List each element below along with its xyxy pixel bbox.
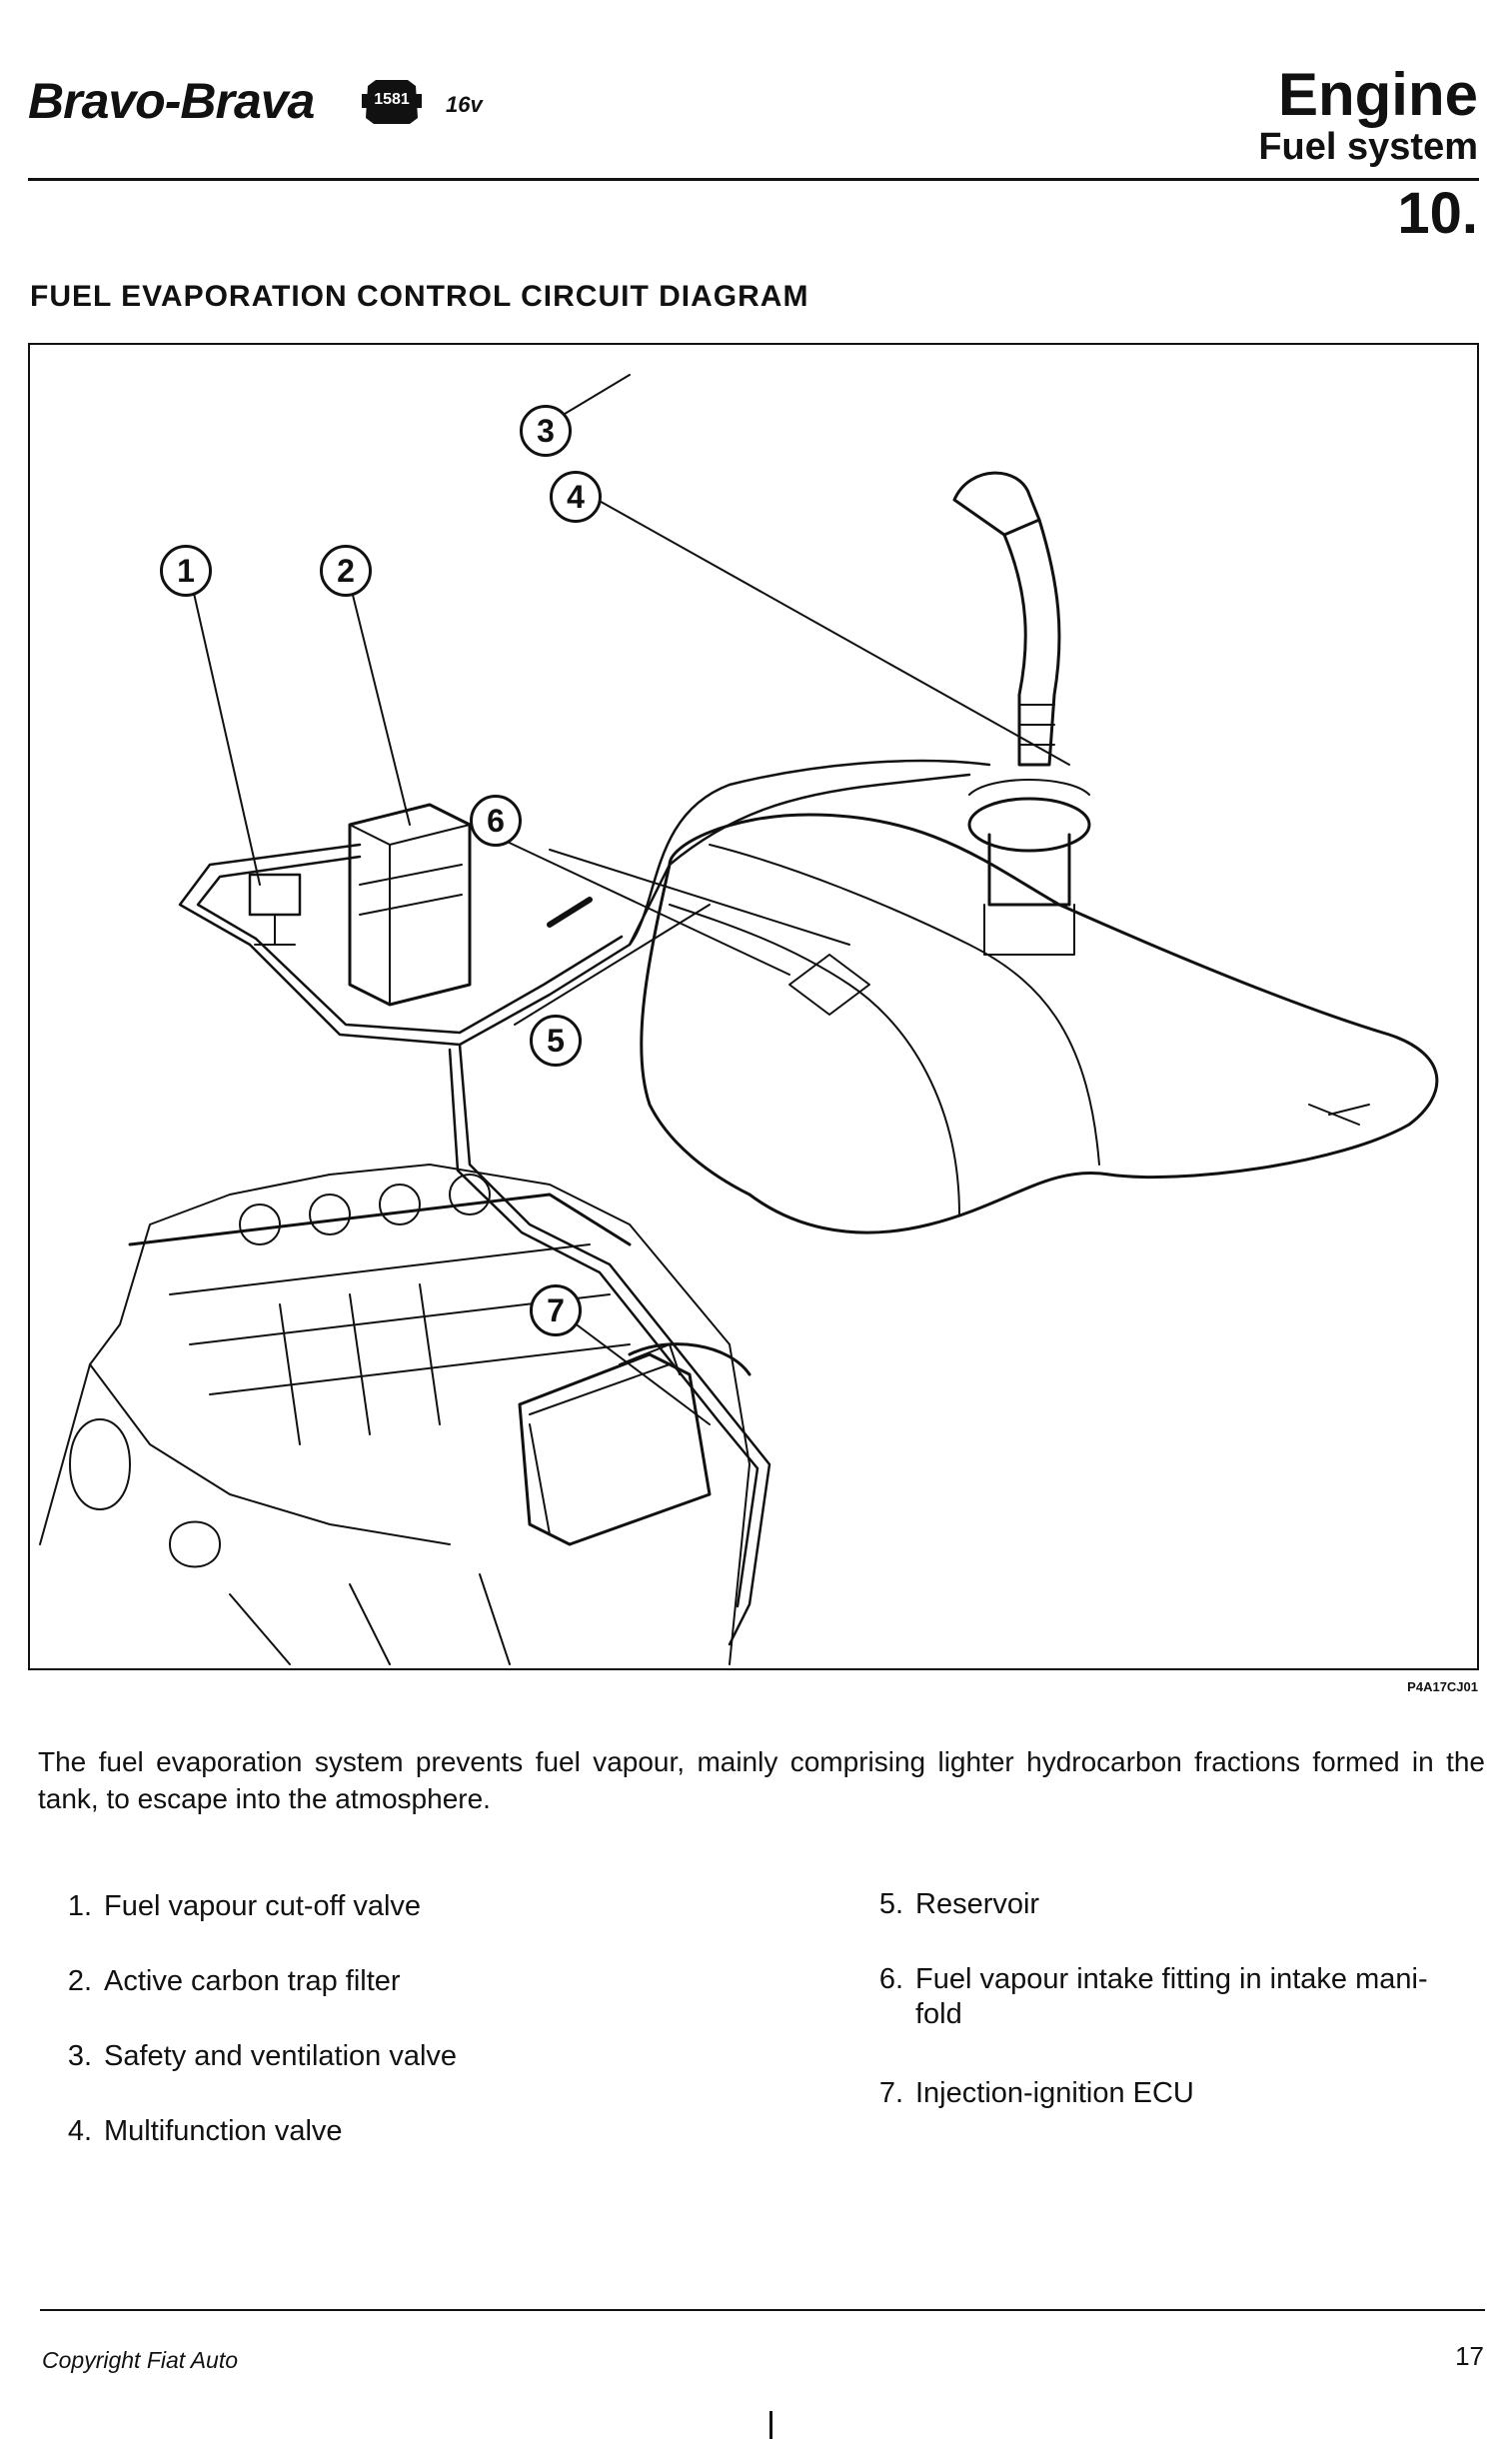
legend-label: Injection-ignition ECU bbox=[915, 2077, 1194, 2109]
legend-item: 6. Fuel vapour intake fitting in intake m… bbox=[863, 1962, 1503, 1998]
legend-item: 5. Reservoir bbox=[863, 1887, 1503, 1923]
subsection-title: Fuel system bbox=[1258, 126, 1478, 168]
intro-paragraph: The fuel evaporation system prevents fue… bbox=[38, 1746, 1485, 1814]
legend-label: Safety and ventilation valve bbox=[104, 2040, 458, 2072]
legend-number: 3. bbox=[67, 2040, 92, 2072]
figure-code: P4A17CJ01 bbox=[1407, 1679, 1478, 1694]
callout-layer: 1 2 3 4 5 6 7 bbox=[30, 345, 1477, 1668]
legend-label: Fuel vapour intake fitting in intake man… bbox=[915, 1963, 1428, 1995]
callout-1: 1 bbox=[160, 545, 212, 597]
legend-number: 6. bbox=[878, 1963, 903, 1995]
callout-2: 2 bbox=[320, 545, 372, 597]
footer-divider bbox=[40, 2309, 1485, 2311]
section-title: Engine bbox=[1277, 61, 1478, 128]
fuel-tank-drawing bbox=[640, 813, 1439, 1234]
legend-item: 1. Fuel vapour cut-off valve bbox=[52, 1889, 692, 1925]
legend-label: Fuel vapour cut-off valve bbox=[104, 1890, 422, 1922]
model-name: Bravo-Brava bbox=[28, 73, 315, 129]
legend-label: Reservoir bbox=[915, 1888, 1040, 1920]
carbon-canister-drawing bbox=[248, 803, 472, 1007]
engine-drawing bbox=[39, 1164, 752, 1665]
page-number: 17 bbox=[1455, 2341, 1484, 2371]
callout-7: 7 bbox=[530, 1284, 582, 1336]
legend-number: 7. bbox=[878, 2077, 903, 2109]
legend-item: 4. Multifunction valve bbox=[52, 2114, 692, 2150]
callout-5: 5 bbox=[530, 1015, 582, 1067]
callout-3: 3 bbox=[520, 405, 572, 457]
vapour-pipes-drawing bbox=[178, 759, 991, 1646]
valve-count: 16v bbox=[446, 92, 483, 117]
legend-item: 3. Safety and ventilation valve bbox=[52, 2039, 692, 2075]
engine-badge-icon bbox=[362, 80, 422, 124]
legend-label: Active carbon trap filter bbox=[104, 1965, 401, 1997]
legend-item: fold bbox=[863, 1997, 1503, 2033]
legend-label: Multifunction valve bbox=[104, 2115, 343, 2147]
engine-code: 1581 bbox=[374, 91, 410, 108]
legend-number: 2. bbox=[67, 1965, 92, 1997]
legend-number: 5. bbox=[878, 1888, 903, 1920]
copyright: Copyright Fiat Auto bbox=[42, 2347, 239, 2373]
callout-4: 4 bbox=[550, 471, 602, 523]
legend-number: 1. bbox=[67, 1890, 92, 1922]
legend-number: 4. bbox=[67, 2115, 92, 2147]
diagram-frame: 1 2 3 4 5 6 7 bbox=[28, 343, 1479, 1670]
section-number: 10. bbox=[1397, 181, 1478, 246]
fuel-evaporation-diagram bbox=[39, 374, 1439, 1665]
pump-assembly-drawing bbox=[967, 779, 1091, 956]
legend-item: 7. Injection-ignition ECU bbox=[863, 2076, 1503, 2112]
page-title: FUEL EVAPORATION CONTROL CIRCUIT DIAGRAM bbox=[30, 280, 809, 313]
legend-item: 2. Active carbon trap filter bbox=[52, 1964, 692, 2000]
legend-label: fold bbox=[915, 1998, 962, 2030]
leader-lines bbox=[187, 374, 1070, 1425]
filler-neck-drawing bbox=[952, 471, 1061, 767]
header-divider bbox=[28, 178, 1479, 181]
callout-6: 6 bbox=[470, 795, 522, 847]
ecu-drawing bbox=[518, 1343, 712, 1546]
scan-mark bbox=[769, 2411, 772, 2439]
